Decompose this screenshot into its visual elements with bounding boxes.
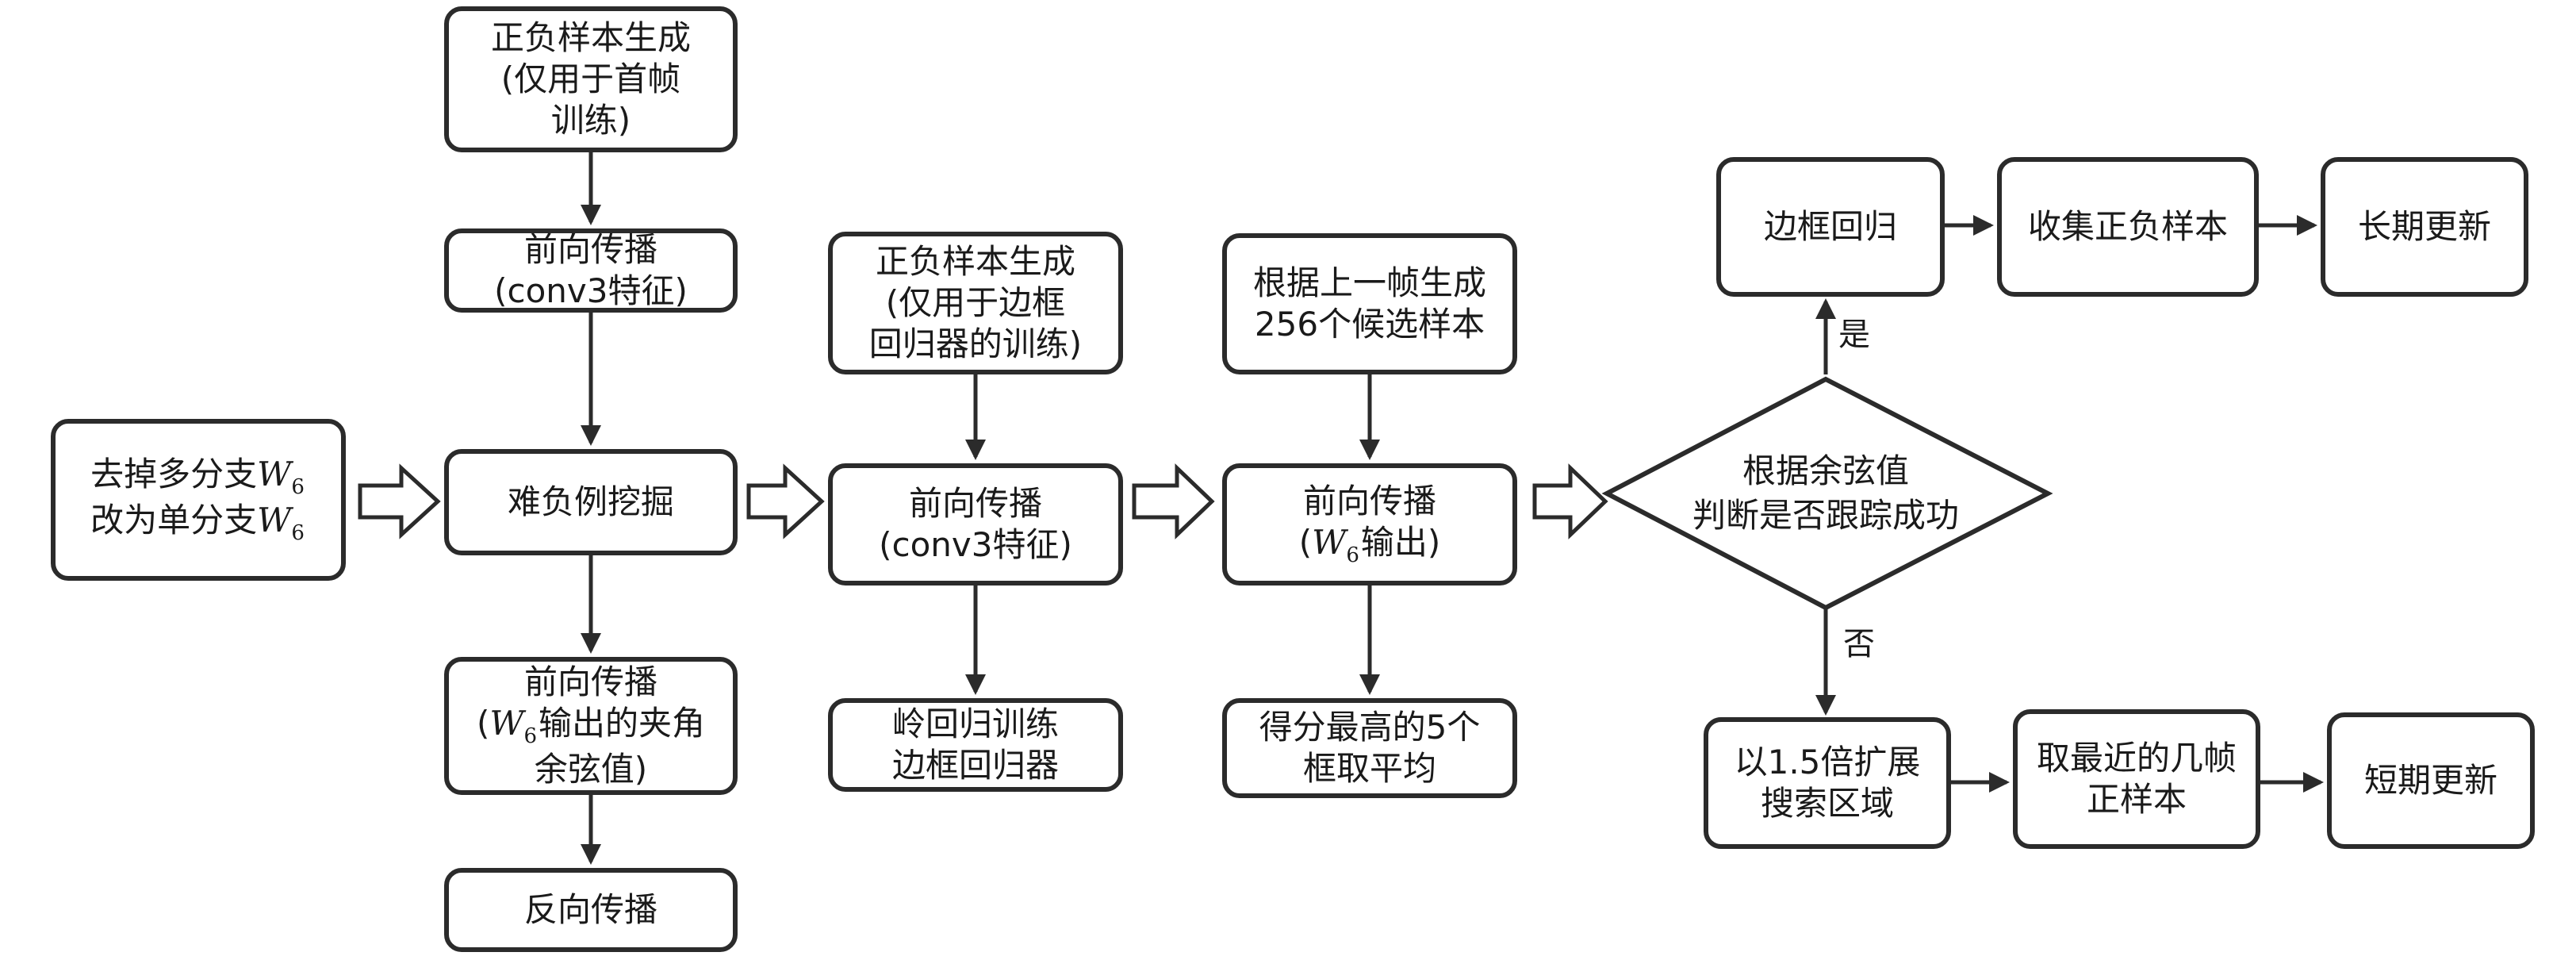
block-arrow-3 [1132,463,1215,539]
pos-neg-sample-first-frame-box: 正负样本生成 (仅用于首帧 训练) [444,6,738,152]
forward-cos-line-3: 余弦值) [534,750,648,789]
forward-w6-out-line-1: 前向传播 [1302,482,1436,520]
decision-text: 根据余弦值 判断是否跟踪成功 [1654,441,1997,546]
collect-samples-box: 收集正负样本 [1997,157,2259,297]
top5-line-2: 框取平均 [1302,749,1436,788]
decision-diamond [1601,376,2053,611]
remove-branch-box: 去掉多分支W6 改为单分支W6 [51,419,346,581]
pos-neg-bbox-line-2: (仅用于边框 [885,283,1066,322]
candidate-samples-box: 根据上一帧生成 256个候选样本 [1222,233,1517,374]
top5-line-1: 得分最高的5个 [1259,708,1481,747]
forward-cos-line-2: (W6输出的夹角 [476,704,706,748]
backprop-box: 反向传播 [444,868,738,952]
forward-w6-cosine-box: 前向传播 (W6输出的夹角 余弦值) [444,657,738,795]
long-term-update-label: 长期更新 [2357,207,2491,246]
short-term-update-box: 短期更新 [2327,712,2535,849]
forward-conv3-1-line-2: (conv3特征) [494,271,688,310]
forward-conv3-2-line-2: (conv3特征) [879,525,1072,564]
recent-line-1: 取最近的几帧 [2036,739,2237,777]
forward-w6-output-box: 前向传播 (W6输出) [1222,463,1517,586]
top5-average-box: 得分最高的5个 框取平均 [1222,698,1517,798]
no-label: 否 [1843,626,1875,662]
pos-neg-first-line-1: 正负样本生成 [490,18,691,57]
bbox-regression-box: 边框回归 [1716,157,1945,297]
forward-conv3-2-line-1: 前向传播 [908,484,1042,523]
collect-samples-label: 收集正负样本 [2027,207,2228,246]
pos-neg-bbox-line-3: 回归器的训练) [868,324,1083,363]
hard-negative-mining-box: 难负例挖掘 [444,449,738,555]
pos-neg-first-line-2: (仅用于首帧 [500,60,681,98]
remove-branch-line-1: 去掉多分支W6 [90,455,305,499]
forward-conv3-1-line-1: 前向传播 [523,230,657,269]
forward-cos-line-1: 前向传播 [523,662,657,701]
expand-line-1: 以1.5倍扩展 [1734,743,1921,781]
decision-line-1: 根据余弦值 [1742,451,1909,490]
block-arrow-4 [1532,463,1608,539]
forward-w6-out-line-2: (W6输出) [1298,523,1441,567]
forward-conv3-box-2: 前向传播 (conv3特征) [828,463,1123,586]
block-arrow-2 [746,463,825,539]
bbox-regression-label: 边框回归 [1763,207,1897,246]
ridge-line-2: 边框回归器 [891,746,1059,785]
ridge-line-1: 岭回归训练 [891,705,1059,743]
block-arrow-1 [358,463,441,539]
backprop-label: 反向传播 [523,890,657,929]
yes-label: 是 [1838,317,1870,353]
candidates-line-2: 256个候选样本 [1254,305,1485,344]
recent-frames-box: 取最近的几帧 正样本 [2013,709,2260,849]
hard-negative-label: 难负例挖掘 [507,482,674,521]
remove-branch-line-2: 改为单分支W6 [90,501,305,545]
expand-search-box: 以1.5倍扩展 搜索区域 [1704,717,1951,849]
forward-conv3-box-1: 前向传播 (conv3特征) [444,228,738,313]
decision-line-2: 判断是否跟踪成功 [1692,496,1959,535]
pos-neg-sample-bbox-box: 正负样本生成 (仅用于边框 回归器的训练) [828,232,1123,374]
ridge-regression-box: 岭回归训练 边框回归器 [828,698,1123,792]
recent-line-2: 正样本 [2086,780,2187,819]
expand-line-2: 搜索区域 [1760,784,1894,823]
short-term-update-label: 短期更新 [2363,761,2497,800]
long-term-update-box: 长期更新 [2321,157,2528,297]
pos-neg-first-line-3: 训练) [550,101,631,140]
pos-neg-bbox-line-1: 正负样本生成 [875,242,1075,281]
candidates-line-1: 根据上一帧生成 [1252,263,1486,302]
